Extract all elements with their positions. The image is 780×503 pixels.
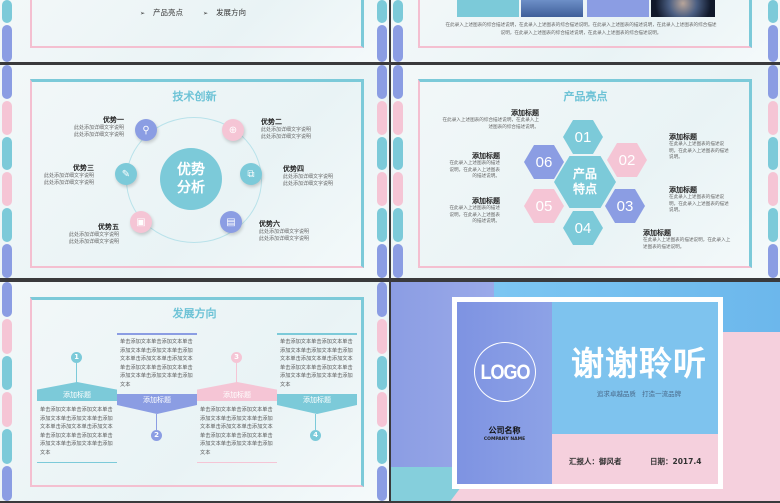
headline-panel bbox=[552, 302, 718, 434]
callout-right-top: 添加标题 在此录入上述图表的描述说明，在此录入上述图表的描述说明。 bbox=[669, 133, 729, 160]
date: 日期：2017.4 bbox=[650, 457, 702, 466]
slide-thumbnail-tech-innovation[interactable]: 技术创新 优势分析 ⚲ ⊕ ✎ ⧉ ▣ ▤ 优势一 此处添加详细文字说明 此处添… bbox=[0, 65, 389, 278]
crosshair-icon: ⊕ bbox=[222, 119, 244, 141]
company-name-cn: 公司名称 bbox=[488, 426, 521, 435]
callout-left-mid: 添加标题 在此录入上述图表的描述说明，在此录入上述图表的描述说明。 bbox=[449, 152, 500, 179]
step-3-connector bbox=[236, 363, 237, 383]
step-4-label: 添加标题 bbox=[303, 396, 331, 404]
callout-bottom-right: 添加标题 在此录入上述图表的描述说明，在此录入上述图表的描述说明。 bbox=[643, 229, 731, 250]
logo-text: LOGO bbox=[480, 359, 531, 384]
step-1-text: 单击添加文本单击添加文本单击添加文本单击添加文本单击添加文本单击添加文本单击添加… bbox=[40, 407, 113, 456]
thank-you-headline: 谢谢聆听 bbox=[571, 344, 707, 383]
hex-01: 01 bbox=[563, 120, 603, 154]
slide-thumbnail-thank-you[interactable]: LOGO 公司名称 COMPANY NAME 谢谢聆听 追求卓越品质 打造一流品… bbox=[391, 282, 780, 501]
logo-circle: LOGO bbox=[474, 342, 536, 402]
advantage-2: 优势二 此处添加详细文字说明 此处添加详细文字说明 bbox=[261, 118, 312, 140]
slide-tabs-right bbox=[768, 0, 778, 62]
company-name-en: COMPANY NAME bbox=[483, 437, 526, 442]
step-1-banner bbox=[37, 382, 117, 401]
slide-thumbnail-agenda[interactable]: ➢产品亮点 ➢发展方向 bbox=[0, 0, 389, 62]
hex-04: 04 bbox=[563, 211, 603, 245]
hex-05: 05 bbox=[524, 189, 564, 223]
hex-03: 03 bbox=[605, 189, 645, 223]
reporter: 汇报人：御风者 bbox=[569, 457, 622, 466]
slide-tabs-left bbox=[2, 282, 12, 501]
info-panel bbox=[552, 434, 718, 484]
content-frame bbox=[30, 0, 364, 48]
slide-tabs-right bbox=[377, 0, 387, 62]
image-buildings bbox=[521, 0, 583, 17]
slide-tabs-left bbox=[393, 65, 403, 278]
hex-06: 06 bbox=[524, 145, 564, 179]
notepad-icon: ▤ bbox=[220, 211, 242, 233]
step-4-number: 4 bbox=[310, 430, 321, 441]
callout-top-left: 添加标题 在此录入上述图表的综合描述说明，在此录入上述图表的综合描述说明。 bbox=[442, 109, 539, 130]
slide-thumbnail-product-highlights[interactable]: 产品亮点 01 02 03 04 05 06 产品特点 添加标题 在此录入上述图… bbox=[391, 65, 780, 278]
advantage-1: 优势一 此处添加详细文字说明 此处添加详细文字说明 bbox=[73, 116, 124, 138]
step-1-connector bbox=[76, 363, 77, 383]
step-2-text: 单击添加文本单击添加文本单击添加文本单击添加文本单击添加文本单击添加文本单击添加… bbox=[120, 339, 193, 388]
step-3-text: 单击添加文本单击添加文本单击添加文本单击添加文本单击添加文本单击添加文本单击添加… bbox=[200, 407, 273, 456]
slide-tabs-right bbox=[377, 65, 387, 278]
bag-icon: ▣ bbox=[130, 211, 152, 233]
hex-02: 02 bbox=[607, 143, 647, 177]
slide-tabs-left bbox=[393, 0, 403, 62]
advantage-4: 优势四 此处添加详细文字说明 此处添加详细文字说明 bbox=[283, 165, 334, 187]
content-frame bbox=[418, 79, 752, 268]
step-3-banner bbox=[197, 382, 277, 401]
step-2-topline bbox=[117, 333, 197, 335]
content-frame bbox=[30, 297, 364, 487]
step-3-number: 3 bbox=[231, 352, 242, 363]
slide-title: 产品亮点 bbox=[563, 90, 608, 103]
advantage-5: 优势五 此处添加详细文字说明 此处添加详细文字说明 bbox=[68, 223, 119, 245]
step-4-text: 单击添加文本单击添加文本单击添加文本单击添加文本单击添加文本单击添加文本单击添加… bbox=[280, 339, 353, 388]
callout-right-mid: 添加标题 在此录入上述图表的描述说明，在此录入上述图表的描述说明。 bbox=[669, 186, 729, 213]
slide-thumbnail-images[interactable]: 在此录入上述图表的综合描述说明，在此录入上述图表的综合描述说明。在此录入上述图表… bbox=[391, 0, 780, 62]
step-4-topline bbox=[277, 333, 357, 335]
step-3-label: 添加标题 bbox=[223, 391, 251, 399]
slide-tabs-left bbox=[2, 0, 12, 62]
slide-title: 发展方向 bbox=[172, 307, 217, 320]
image-block-purple bbox=[587, 0, 649, 17]
step-2-number: 2 bbox=[151, 430, 162, 441]
slide-tabs-right bbox=[377, 282, 387, 501]
step-1-label: 添加标题 bbox=[63, 391, 91, 399]
callout-left-low: 添加标题 在此录入上述图表的描述说明，在此录入上述图表的描述说明。 bbox=[449, 197, 500, 224]
step-1-underline bbox=[37, 462, 117, 463]
zoom-in-icon: ⚲ bbox=[135, 119, 157, 141]
slide-tabs-left bbox=[2, 65, 12, 278]
copy-icon: ⧉ bbox=[240, 163, 262, 185]
slide-title: 技术创新 bbox=[172, 90, 217, 103]
step-4-connector bbox=[315, 414, 316, 430]
agenda-item-direction: ➢发展方向 bbox=[203, 8, 247, 17]
step-2-banner bbox=[117, 394, 197, 414]
step-2-label: 添加标题 bbox=[143, 396, 171, 404]
advantage-3: 优势三 此处添加详细文字说明 此处添加详细文字说明 bbox=[43, 164, 94, 186]
step-3-underline bbox=[197, 462, 277, 463]
slide-thumbnail-development[interactable]: 发展方向 1 添加标题 单击添加文本单击添加文本单击添加文本单击添加文本单击添加… bbox=[0, 282, 389, 501]
step-2-connector bbox=[156, 414, 157, 430]
slide-tabs-right bbox=[768, 65, 778, 278]
image-caption: 在此录入上述图表的综合描述说明，在此录入上述图表的综合描述说明。在此录入上述图表… bbox=[445, 23, 717, 36]
agenda-item-product: ➢产品亮点 bbox=[140, 8, 184, 17]
step-4-banner bbox=[277, 394, 357, 414]
content-frame bbox=[30, 79, 364, 268]
step-1-number: 1 bbox=[71, 352, 82, 363]
content-frame bbox=[418, 0, 752, 48]
slogan: 追求卓越品质 打造一流品牌 bbox=[596, 390, 682, 398]
edit-icon: ✎ bbox=[115, 163, 137, 185]
image-person bbox=[651, 0, 715, 17]
center-circle: 优势分析 bbox=[160, 148, 222, 210]
image-block-blue bbox=[457, 0, 519, 17]
advantage-6: 优势六 此处添加详细文字说明 此处添加详细文字说明 bbox=[259, 220, 310, 242]
agenda-bullets: ➢产品亮点 ➢发展方向 bbox=[140, 7, 246, 18]
